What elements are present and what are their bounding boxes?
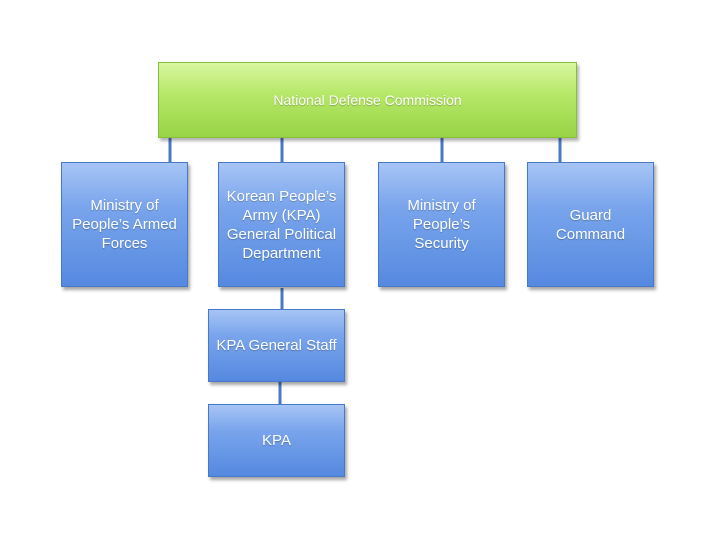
node-label: Korean People’s Army (KPA) General Polit… — [226, 187, 337, 262]
node-label: Ministry of People’s Security — [407, 197, 476, 252]
node-kpa: KPA — [208, 404, 345, 477]
node-label: National Defense Commission — [273, 91, 462, 108]
node-kpa-general-staff: KPA General Staff — [208, 309, 345, 382]
node-ministry-peoples-armed-forces: Ministry of People’s Armed Forces — [61, 162, 188, 287]
node-label: KPA General Staff — [216, 337, 337, 354]
node-label: Guard Command — [555, 206, 626, 243]
node-guard-command: Guard Command — [527, 162, 654, 287]
node-label: KPA — [262, 432, 291, 449]
node-kpa-general-political-department: Korean People’s Army (KPA) General Polit… — [218, 162, 345, 287]
node-national-defense-commission: National Defense Commission — [158, 62, 577, 138]
node-ministry-peoples-security: Ministry of People’s Security — [378, 162, 505, 287]
node-label: Ministry of People’s Armed Forces — [72, 197, 177, 252]
